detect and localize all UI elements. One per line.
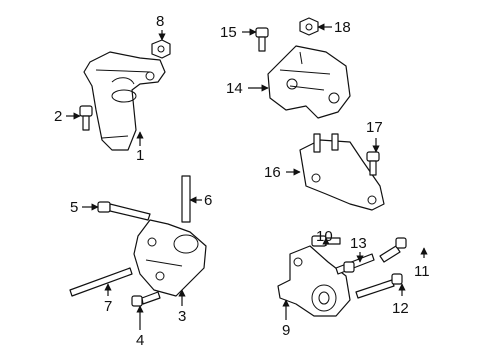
part-5-bolt [97,201,151,221]
callout-9: 9 [282,322,290,339]
part-17-bolt [366,151,380,176]
part-18-nut [299,17,319,36]
callout-5: 5 [70,199,78,216]
callout-3: 3 [178,308,186,325]
callout-2: 2 [54,108,62,125]
part-14-mount [267,45,351,119]
part-1-mount-bracket [83,51,166,151]
callout-13: 13 [350,235,367,252]
callout-12: 12 [392,300,409,317]
part-12-bolt [355,273,403,299]
part-4-bolt [131,291,161,307]
callout-14: 14 [226,80,243,97]
callout-6: 6 [204,192,212,209]
callout-16: 16 [264,164,281,181]
part-9-bushing-mount [277,245,351,317]
callout-labels: 1 2 3 4 5 6 7 8 9 10 11 12 13 14 15 16 1… [54,13,430,349]
callout-4: 4 [136,332,144,349]
part-6-stud [181,175,191,223]
callout-1: 1 [136,147,144,164]
callout-17: 17 [366,119,383,136]
callout-18: 18 [334,19,351,36]
callout-11: 11 [414,263,430,280]
part-7-stud [69,267,133,297]
callout-8: 8 [156,13,164,30]
part-3-mount [133,219,207,297]
callout-7: 7 [104,298,112,315]
part-16-bracket [299,133,385,211]
part-13-bolt [335,253,375,275]
part-8-nut [151,39,171,59]
part-2-bolt [79,105,93,131]
leader-lines [66,23,428,330]
callout-10: 10 [316,228,333,245]
part-11-bolt [379,237,407,263]
callout-15: 15 [220,24,237,41]
part-15-bolt [255,27,269,52]
